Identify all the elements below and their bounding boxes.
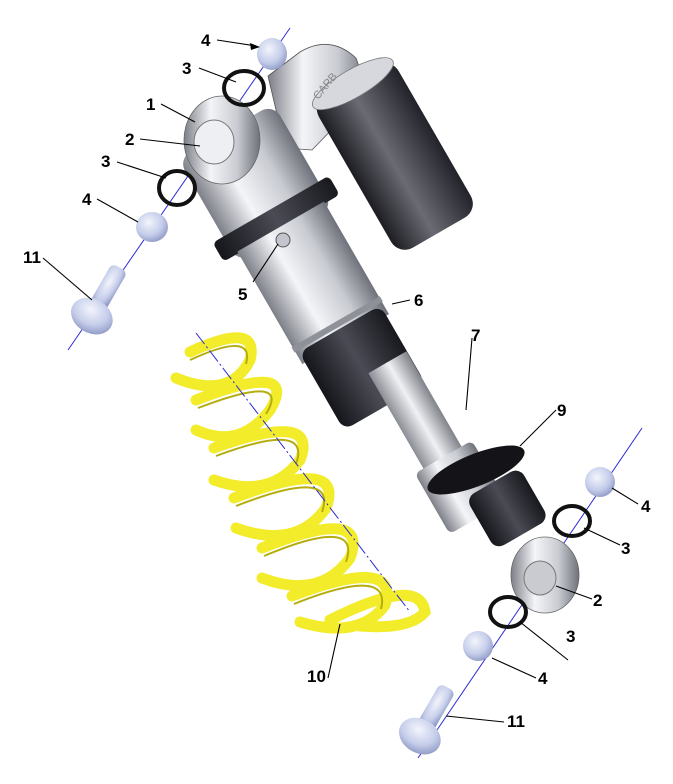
leader-lines xyxy=(42,39,639,723)
reservoir: CARB xyxy=(267,43,473,250)
bolt-top xyxy=(71,265,126,335)
lower-eyelet xyxy=(469,470,580,614)
callout-3-right: 3 xyxy=(621,539,630,558)
bushing-top-1 xyxy=(257,38,287,70)
callout-3-top-b: 3 xyxy=(101,152,110,171)
bushing-bottom-1 xyxy=(585,467,615,497)
coil-spring-shadow xyxy=(189,345,384,610)
callout-11-bottom: 11 xyxy=(507,712,525,731)
callout-5: 5 xyxy=(238,285,247,304)
callout-labels: 4 3 1 2 3 4 11 5 6 7 9 4 3 2 3 4 10 11 xyxy=(23,31,651,731)
callout-4-top-b: 4 xyxy=(82,190,92,209)
callout-10: 10 xyxy=(307,667,326,686)
callout-9: 9 xyxy=(557,401,566,420)
callout-7: 7 xyxy=(471,326,480,345)
callout-2-top: 2 xyxy=(125,130,134,149)
callout-4-top: 4 xyxy=(201,31,211,50)
callout-3-top: 3 xyxy=(182,59,191,78)
o-ring-bottom-1 xyxy=(552,504,592,538)
o-ring-top-1 xyxy=(222,69,266,107)
o-ring-top-2 xyxy=(157,169,197,207)
coil-spring xyxy=(170,332,431,634)
o-ring-bottom-2 xyxy=(488,595,528,629)
callout-4-bottom: 4 xyxy=(538,669,548,688)
bushing-bottom-2 xyxy=(463,631,493,661)
callout-3-bottom: 3 xyxy=(566,627,575,646)
callout-11-top: 11 xyxy=(23,248,41,267)
callout-2-bottom: 2 xyxy=(593,591,602,610)
shock-body xyxy=(183,95,422,427)
callout-6: 6 xyxy=(414,291,423,310)
bolt-bottom xyxy=(399,685,454,755)
callout-4-right: 4 xyxy=(641,497,651,516)
spring-axis xyxy=(195,332,411,613)
hardware xyxy=(71,38,615,755)
bushing-top-2 xyxy=(136,212,168,242)
callout-1: 1 xyxy=(146,95,155,114)
